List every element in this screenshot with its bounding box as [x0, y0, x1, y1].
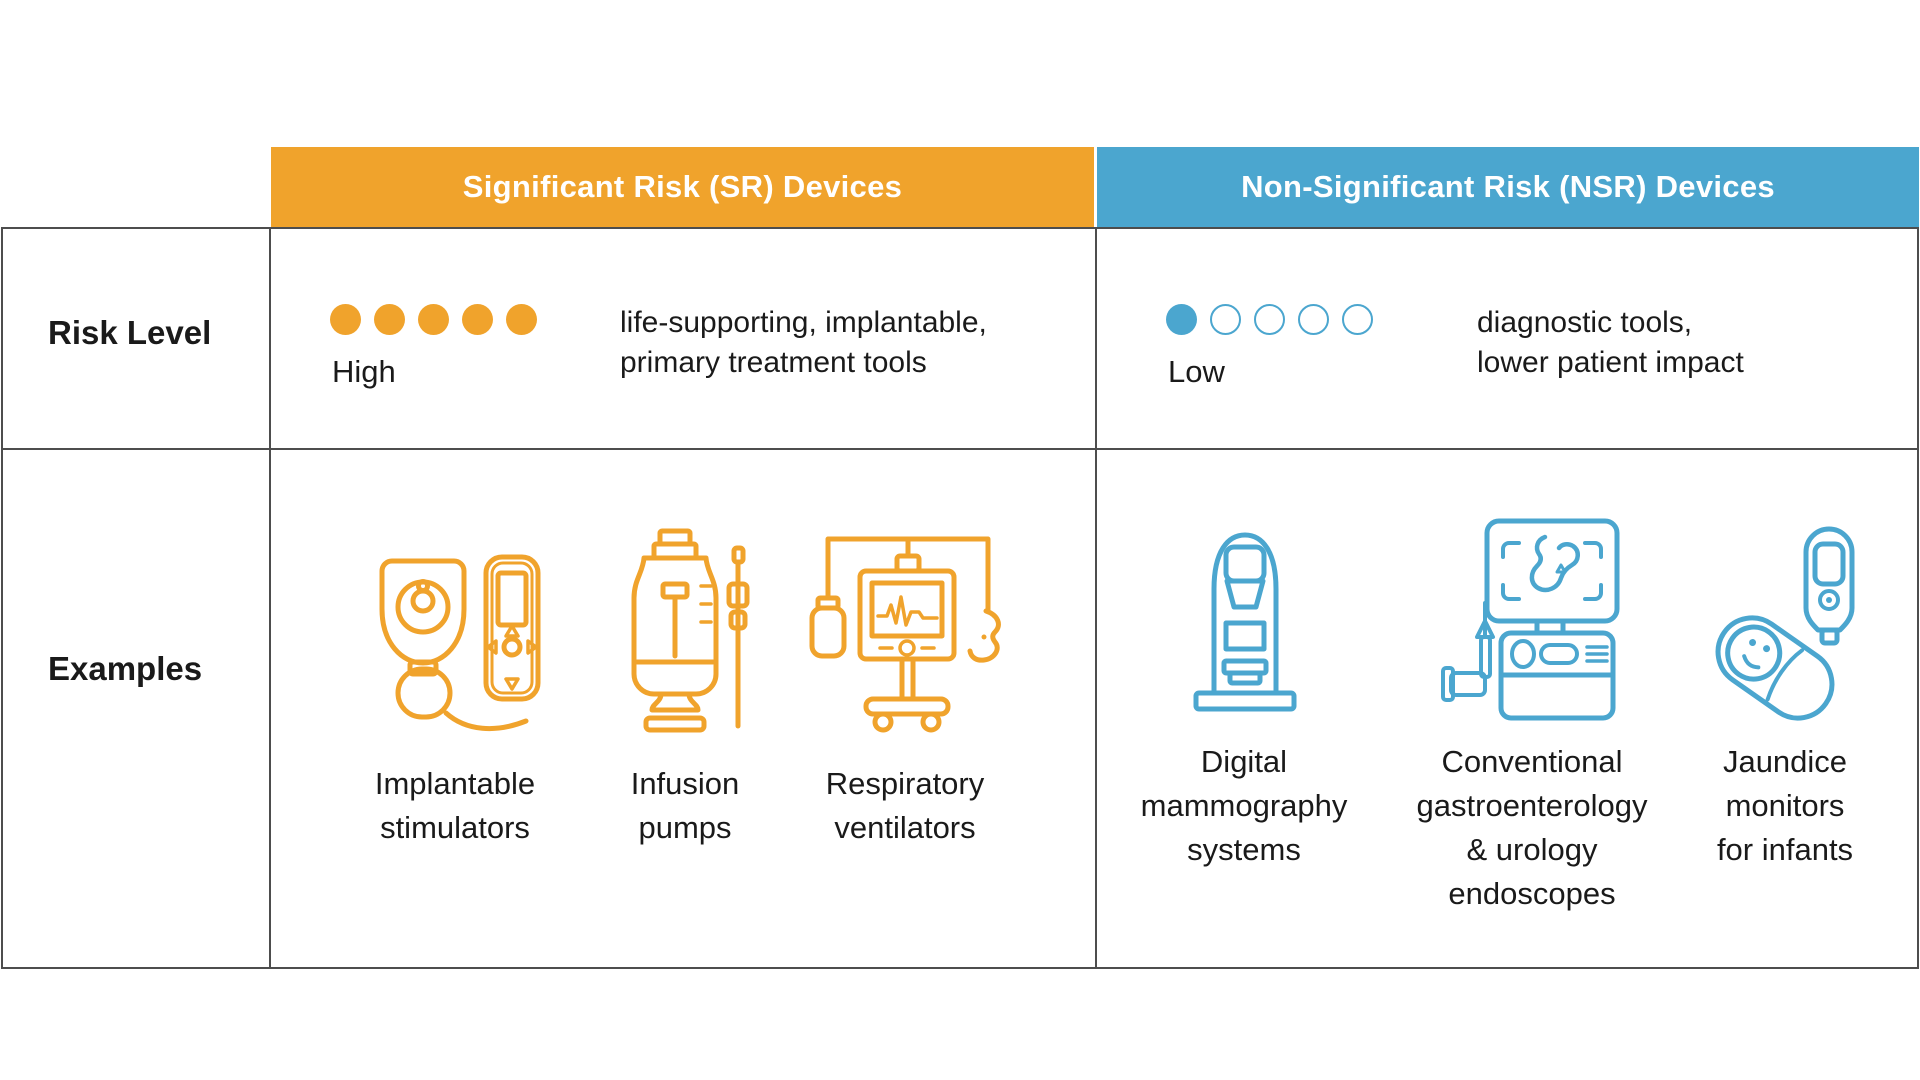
gastro-urology-endoscopes-icon [1397, 500, 1667, 740]
header-sr-devices: Significant Risk (SR) Devices [271, 147, 1094, 227]
rating-dot-empty [1298, 304, 1329, 335]
example-label: Digital mammography systems [1140, 744, 1348, 867]
rating-dot-empty [1210, 304, 1241, 335]
risk-rating-label-nsr: Low [1168, 354, 1225, 389]
risk-rating-label-sr: High [332, 354, 396, 389]
rating-dot-filled [462, 304, 493, 335]
rating-dot-filled [506, 304, 537, 335]
example-label: Respiratory ventilators [825, 766, 985, 845]
example-endoscopes: Conventional gastroenterology & urology … [1397, 500, 1667, 916]
row-divider [1, 448, 1917, 450]
risk-rating-nsr [1166, 304, 1373, 335]
rating-dot-filled [330, 304, 361, 335]
rating-dot-empty [1342, 304, 1373, 335]
example-label: Jaundice monitors for infants [1716, 744, 1854, 867]
example-label: Implantable stimulators [374, 766, 536, 845]
example-label: Infusion pumps [630, 766, 740, 845]
risk-description-nsr-line1: diagnostic tools, [1477, 306, 1693, 339]
example-implantable-stimulators: Implantable stimulators [330, 500, 580, 850]
example-digital-mammography: Digital mammography systems [1119, 500, 1369, 872]
digital-mammography-icon [1119, 500, 1369, 740]
rating-dot-filled [374, 304, 405, 335]
jaundice-monitor-icon [1660, 500, 1910, 740]
row-label-risk-level: Risk Level [48, 314, 212, 351]
implantable-stimulators-icon [330, 500, 580, 762]
table-border [1, 227, 1919, 969]
risk-description-nsr-line2: lower patient impact [1477, 346, 1744, 379]
example-infusion-pumps: Infusion pumps [560, 500, 810, 850]
row-label-examples: Examples [48, 650, 203, 687]
header-nsr-devices: Non-Significant Risk (NSR) Devices [1097, 147, 1919, 227]
example-jaundice-monitors: Jaundice monitors for infants [1660, 500, 1910, 872]
infusion-pumps-icon [560, 500, 810, 762]
respiratory-ventilators-icon [780, 500, 1030, 762]
rating-dot-filled [418, 304, 449, 335]
risk-rating-sr [330, 304, 537, 335]
example-respiratory-ventilators: Respiratory ventilators [780, 500, 1030, 850]
risk-description-sr-line2: primary treatment tools [620, 346, 927, 379]
rating-dot-empty [1254, 304, 1285, 335]
column-divider-left [269, 227, 271, 967]
risk-description-nsr: diagnostic tools, lower patient impact [1477, 303, 1744, 383]
risk-description-sr-line1: life-supporting, implantable, [620, 306, 987, 339]
risk-description-sr: life-supporting, implantable, primary tr… [620, 303, 987, 383]
example-label: Conventional gastroenterology & urology … [1416, 744, 1648, 911]
rating-dot-filled [1166, 304, 1197, 335]
column-divider-middle [1095, 227, 1097, 967]
